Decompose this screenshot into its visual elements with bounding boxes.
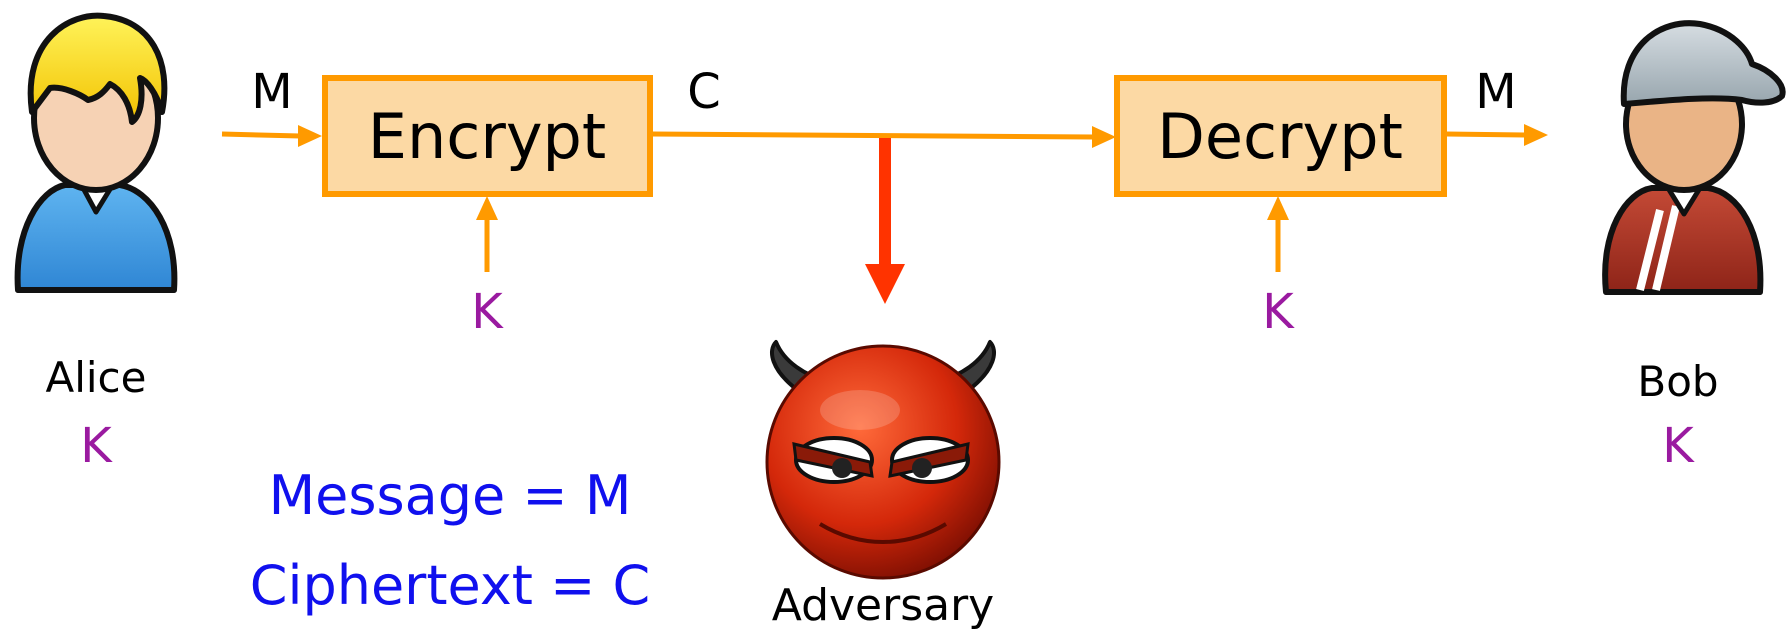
decrypt-box: [1114, 75, 1447, 197]
bob-name: Bob: [1637, 357, 1718, 406]
message-in-label: M: [251, 64, 292, 120]
message-out-arrow: [1445, 124, 1548, 146]
message-out-label: M: [1475, 64, 1516, 120]
alice-avatar-icon: [14, 12, 178, 293]
ciphertext-arrow: [651, 126, 1116, 148]
legend-message: Message = M: [269, 464, 632, 527]
bob-avatar-icon: [1602, 20, 1786, 295]
decrypt-label: Decrypt: [1157, 100, 1403, 173]
bob-key: K: [1662, 418, 1695, 474]
decrypt-key-arrow: [1267, 196, 1289, 272]
encrypt-key-label: K: [471, 284, 504, 340]
adversary-name: Adversary: [772, 580, 994, 631]
eavesdrop-arrow: [865, 138, 905, 304]
encrypt-label: Encrypt: [368, 100, 606, 173]
ciphertext-label: C: [687, 64, 721, 120]
alice-name: Alice: [45, 353, 146, 402]
message-in-arrow: [221, 125, 322, 147]
legend-ciphertext: Ciphertext = C: [250, 554, 651, 617]
encrypt-key-arrow: [476, 196, 498, 272]
encrypt-box: [322, 75, 653, 197]
alice-key: K: [80, 418, 113, 474]
decrypt-key-label: K: [1262, 284, 1295, 340]
devil-icon: [765, 340, 1001, 580]
